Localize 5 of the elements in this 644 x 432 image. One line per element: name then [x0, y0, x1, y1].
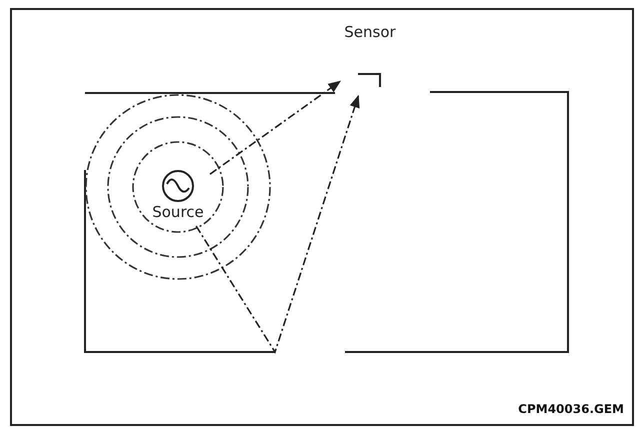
node-label: Sensor — [344, 24, 396, 41]
sound-path-arrow — [195, 94, 360, 354]
node-label: Source — [152, 204, 204, 221]
figure-code: CPM40036.GEM — [518, 402, 624, 416]
sound-path-arrow — [210, 80, 342, 175]
